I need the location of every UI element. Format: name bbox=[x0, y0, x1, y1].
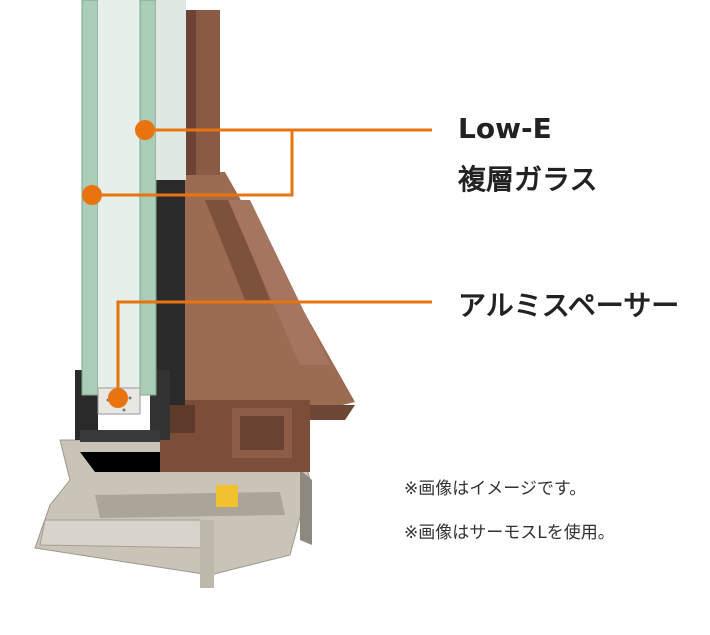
glass-inner-dot bbox=[135, 120, 155, 140]
callout-lines bbox=[92, 128, 432, 398]
wood-interior-frame bbox=[155, 10, 355, 472]
callout-dots bbox=[82, 120, 155, 408]
aluminum-exterior-frame bbox=[34, 439, 312, 588]
image-disclaimer-note: ※画像はイメージです。 bbox=[404, 479, 587, 499]
double-glass-label: 複層ガラス bbox=[458, 163, 598, 196]
product-note: ※画像はサーモスLを使用。 bbox=[404, 523, 615, 543]
aluminum-spacer-label: アルミスペーサー bbox=[458, 289, 680, 322]
spacer-dot bbox=[108, 388, 128, 408]
low-e-label: Low-E bbox=[458, 112, 552, 145]
yellow-clip bbox=[216, 485, 238, 507]
glass-outer-dot bbox=[82, 185, 102, 205]
